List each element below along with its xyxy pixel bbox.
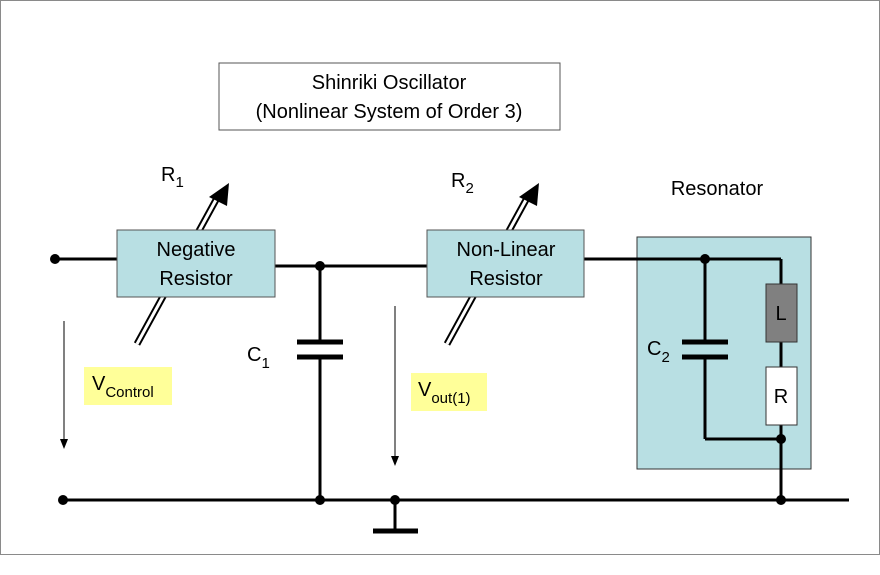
inductor-body <box>765 283 798 343</box>
resistor-label: R <box>774 386 788 408</box>
diagram-panel: Shinriki Oscillator (Nonlinear System of… <box>1 1 879 554</box>
v-out-arrow <box>391 306 399 466</box>
resonator-label: Resonator <box>671 178 764 200</box>
negative-resistor-box <box>116 229 276 298</box>
c2-label: C2 <box>647 338 670 366</box>
r1-label: R1 <box>161 164 184 191</box>
r2-label-main: R <box>451 170 465 192</box>
inductor-l: L <box>765 283 798 343</box>
v-out-sub: out(1) <box>431 390 470 407</box>
diagram-frame: Shinriki Oscillator (Nonlinear System of… <box>0 0 880 555</box>
title-line-2: (Nonlinear System of Order 3) <box>256 101 523 123</box>
r1-label-main: R <box>161 164 175 186</box>
nonlinear-resistor-line-2: Resistor <box>469 268 543 290</box>
c2-label-sub: 2 <box>661 349 669 366</box>
c1-label-sub: 1 <box>261 355 269 372</box>
junction-ground <box>390 495 400 505</box>
v-out-main: V <box>418 379 432 401</box>
v-out-arrow-head <box>391 456 399 466</box>
c2-label-main: C <box>647 338 661 360</box>
input-terminal <box>50 254 60 264</box>
r2-label: R2 <box>451 170 474 197</box>
r2-arrow-head <box>519 183 539 206</box>
v-out-label-bg <box>411 373 487 411</box>
v-out-text: Vout(1) <box>418 379 471 407</box>
r2-label-sub: 2 <box>465 180 473 197</box>
r1-label-sub: 1 <box>175 174 183 191</box>
junction-c1-top <box>315 261 325 271</box>
v-control-text: VControl <box>92 373 154 401</box>
circuit-diagram: Shinriki Oscillator (Nonlinear System of… <box>50 62 849 534</box>
nonlinear-resistor: Non-Linear Resistor <box>426 229 585 298</box>
inductor-label: L <box>775 303 786 325</box>
ground-terminal <box>58 495 68 505</box>
junctions <box>50 254 786 505</box>
resistor-body <box>765 366 798 426</box>
junction-resonator-ground <box>776 495 786 505</box>
title-box: Shinriki Oscillator (Nonlinear System of… <box>218 62 561 131</box>
resistor-r: R <box>765 366 798 426</box>
capacitor-c2: C2 <box>647 338 728 366</box>
v-control-arrow-head <box>60 439 68 449</box>
title-box-frame <box>218 62 561 131</box>
junction-c2-top <box>700 254 710 264</box>
junction-resonator-bottom <box>776 434 786 444</box>
negative-resistor-line-1: Negative <box>157 239 236 261</box>
v-control-arrow <box>60 321 68 449</box>
v-control-label: VControl <box>84 367 172 405</box>
junction-c1-ground <box>315 495 325 505</box>
capacitor-c1: C1 <box>247 339 343 372</box>
nonlinear-resistor-box <box>426 229 585 298</box>
c1-label-main: C <box>247 344 261 366</box>
negative-resistor-line-2: Resistor <box>159 268 233 290</box>
r1-arrow-head <box>209 183 229 206</box>
c1-label: C1 <box>247 344 270 372</box>
v-control-label-bg <box>84 367 172 405</box>
negative-resistor: Negative Resistor <box>116 229 276 298</box>
wires <box>55 257 849 534</box>
nonlinear-resistor-line-1: Non-Linear <box>457 239 556 261</box>
v-control-main: V <box>92 373 106 395</box>
v-control-sub: Control <box>105 384 153 401</box>
title-line-1: Shinriki Oscillator <box>312 72 467 94</box>
v-out-label: Vout(1) <box>411 373 487 411</box>
